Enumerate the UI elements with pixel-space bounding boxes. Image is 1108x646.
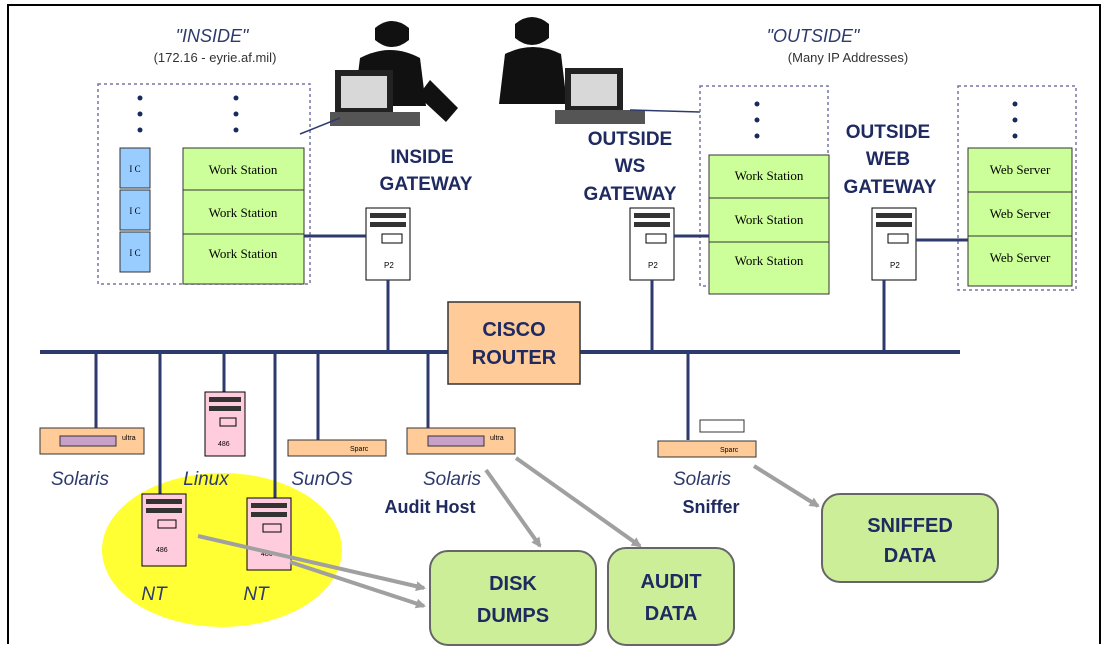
inside-workstation-3: Work Station	[182, 233, 305, 285]
audit-data-box: AUDIT DATA	[607, 547, 735, 646]
inside-dots-left	[137, 95, 143, 133]
svg-text:P2: P2	[384, 261, 394, 270]
svg-text:AUDIT: AUDIT	[640, 571, 701, 593]
linux-label: Linux	[183, 469, 230, 490]
svg-text:Work Station: Work Station	[209, 162, 278, 177]
inside-title: "INSIDE"	[176, 26, 250, 46]
svg-text:Work Station: Work Station	[209, 205, 278, 220]
svg-text:ROUTER: ROUTER	[472, 347, 557, 369]
inside-workstation-1: Work Station	[182, 147, 305, 191]
outside-ws-gateway-label-3: GATEWAY	[584, 184, 677, 205]
inside-gateway-server: P2	[365, 207, 411, 281]
outside-title: "OUTSIDE"	[767, 26, 861, 46]
web-server-3: Web Server	[967, 235, 1073, 287]
solaris-host-1: ultra	[39, 427, 145, 455]
svg-text:486: 486	[261, 551, 273, 558]
svg-text:ultra: ultra	[122, 435, 136, 442]
svg-text:SNIFFED: SNIFFED	[867, 515, 953, 537]
arrow-audit-to-audit-data	[514, 456, 642, 548]
arrow-sniffer-to-sniffed	[752, 464, 820, 508]
svg-text:Sparc: Sparc	[350, 446, 369, 453]
web-server-2: Web Server	[967, 191, 1073, 237]
svg-text:DATA: DATA	[645, 603, 698, 625]
inside-gateway-label-2: GATEWAY	[380, 174, 473, 195]
outside-web-gateway-label-3: GATEWAY	[844, 177, 937, 198]
web-server-dots	[1012, 101, 1018, 139]
arrow-nt1-to-disk	[197, 534, 426, 592]
outside-user-link	[629, 109, 701, 113]
outside-web-gateway-label-1: OUTSIDE	[846, 122, 930, 143]
svg-text:Work Station: Work Station	[209, 246, 278, 261]
outside-ws-gateway-label-1: OUTSIDE	[588, 129, 672, 150]
svg-text:DUMPS: DUMPS	[477, 605, 549, 627]
audit-host-label: Audit Host	[385, 497, 476, 517]
svg-text:P2: P2	[648, 261, 658, 270]
ic-label: I C	[129, 248, 140, 258]
outside-workstation-2: Work Station	[708, 197, 830, 243]
outside-user-icon	[499, 17, 645, 124]
nt-label-2: NT	[243, 584, 270, 605]
inside-subtitle: (172.16 - eyrie.af.mil)	[154, 50, 277, 65]
solaris-label-1: Solaris	[51, 469, 110, 490]
svg-text:Work Station: Work Station	[735, 253, 804, 268]
outside-ws-gateway-server: P2	[629, 207, 675, 281]
svg-text:Work Station: Work Station	[735, 212, 804, 227]
sniffer-solaris-host: Sparc	[657, 419, 757, 458]
nt-label-1: NT	[141, 584, 168, 605]
sniffer-label: Sniffer	[682, 497, 739, 517]
inside-dots-right	[233, 95, 239, 133]
outside-subtitle: (Many IP Addresses)	[788, 50, 908, 65]
svg-text:Web Server: Web Server	[990, 250, 1051, 265]
ic-block-2: I C	[119, 189, 151, 231]
outside-ws-gateway-label-2: WS	[615, 156, 646, 177]
data-flow-arrows	[197, 456, 820, 609]
svg-text:Sparc: Sparc	[720, 447, 739, 454]
svg-text:Web Server: Web Server	[990, 206, 1051, 221]
outside-web-gateway-label-2: WEB	[866, 149, 910, 170]
outside-workstation-3: Work Station	[708, 241, 830, 295]
arrow-nt2-to-disk	[289, 560, 426, 609]
outside-workstation-1: Work Station	[708, 154, 830, 199]
inside-user-icon	[330, 21, 458, 126]
web-server-1: Web Server	[967, 147, 1073, 193]
audit-solaris-label: Solaris	[423, 469, 482, 490]
ic-block-1: I C	[119, 147, 151, 189]
nt-host-2: 486	[246, 497, 292, 571]
inside-gateway-label-1: INSIDE	[390, 147, 453, 168]
arrow-audit-to-disk	[484, 468, 542, 548]
inside-user-link	[299, 117, 341, 135]
sniffed-data-box: SNIFFED DATA	[821, 493, 999, 583]
inside-workstation-2: Work Station	[182, 189, 305, 235]
svg-text:CISCO: CISCO	[482, 319, 545, 341]
outside-ws-dots	[754, 101, 760, 139]
disk-dumps-box: DISK DUMPS	[429, 550, 597, 646]
ic-block-3: I C	[119, 231, 151, 273]
svg-text:DISK: DISK	[489, 573, 537, 595]
svg-text:Work Station: Work Station	[735, 168, 804, 183]
svg-text:P2: P2	[890, 261, 900, 270]
nt-zone	[102, 473, 342, 627]
ic-label: I C	[129, 164, 140, 174]
linux-host: 486	[204, 391, 246, 457]
svg-text:DATA: DATA	[884, 545, 937, 567]
svg-text:Web Server: Web Server	[990, 162, 1051, 177]
ic-label: I C	[129, 206, 140, 216]
nt-host-1: 486	[141, 493, 187, 567]
outside-web-gateway-server: P2	[871, 207, 917, 281]
sniffer-solaris-label: Solaris	[673, 469, 732, 490]
svg-text:486: 486	[218, 441, 230, 448]
sunos-host: Sparc	[287, 439, 387, 457]
web-server-cluster	[957, 85, 1077, 291]
audit-solaris-host: ultra	[406, 427, 516, 455]
cisco-router: CISCO ROUTER	[447, 301, 581, 385]
svg-text:ultra: ultra	[490, 435, 504, 442]
svg-text:486: 486	[156, 547, 168, 554]
sunos-label: SunOS	[291, 469, 353, 490]
